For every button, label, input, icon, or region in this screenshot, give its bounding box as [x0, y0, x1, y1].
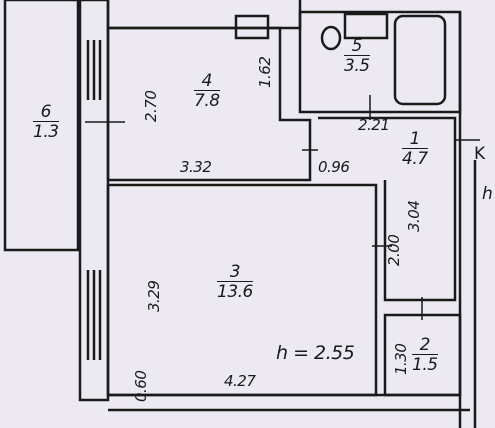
- room-3-number: 3: [229, 262, 241, 282]
- room-6-area: 1.3: [33, 121, 59, 142]
- dimension-3-04: 3.04: [405, 200, 423, 232]
- sink-icon: [343, 12, 389, 40]
- bathtub-icon: [393, 14, 447, 106]
- bottom-wall: [108, 393, 470, 412]
- dimension-3-32: 3.32: [180, 158, 212, 176]
- dimension-2-00: 2.00: [385, 234, 403, 266]
- bathroom-walls: [298, 10, 462, 114]
- dimension-2-21: 2.21: [358, 116, 390, 134]
- room-4-number: 4: [201, 71, 213, 91]
- edge-letter-k: K: [474, 144, 485, 164]
- window-1: [86, 40, 102, 100]
- window-2: [86, 270, 102, 360]
- room-3-label: 3 13.6: [217, 264, 253, 301]
- top-wall: [106, 0, 302, 30]
- room-4-label: 4 7.8: [194, 73, 220, 110]
- room-2-number: 2: [419, 335, 431, 355]
- room-2-area: 1.5: [412, 354, 438, 375]
- room-4-area: 7.8: [194, 90, 220, 111]
- dimension-2-70: 2.70: [142, 90, 160, 122]
- room-5-number: 5: [351, 36, 363, 56]
- room-1-label: 1 4.7: [402, 131, 428, 168]
- room-6-label: 6 1.3: [33, 104, 59, 141]
- room-2-label: 2 1.5: [412, 337, 438, 374]
- dimension-0-96: 0.96: [318, 158, 350, 176]
- ceiling-height-label: h = 2.55: [276, 342, 355, 364]
- toilet-icon: [320, 25, 342, 51]
- room-6-number: 6: [40, 102, 52, 122]
- room-5-area: 3.5: [344, 55, 370, 76]
- hallway-walls: [318, 116, 457, 302]
- dimension-4-27: 4.27: [224, 372, 256, 390]
- edge-letter-h: h: [482, 184, 493, 204]
- dimension-3-29: 3.29: [145, 280, 163, 312]
- dimension-1-30: 1.30: [392, 343, 410, 375]
- exterior-wall-right: [458, 12, 477, 428]
- room-3-area: 13.6: [217, 281, 253, 302]
- dimension-1-62: 1.62: [256, 56, 274, 88]
- fixture-icon: [234, 14, 270, 40]
- room-1-area: 4.7: [402, 148, 428, 169]
- balcony-outline: [3, 0, 80, 252]
- room-1-number: 1: [409, 129, 421, 149]
- room-5-label: 5 3.5: [344, 38, 370, 75]
- dimension-0-60: 0.60: [132, 370, 150, 402]
